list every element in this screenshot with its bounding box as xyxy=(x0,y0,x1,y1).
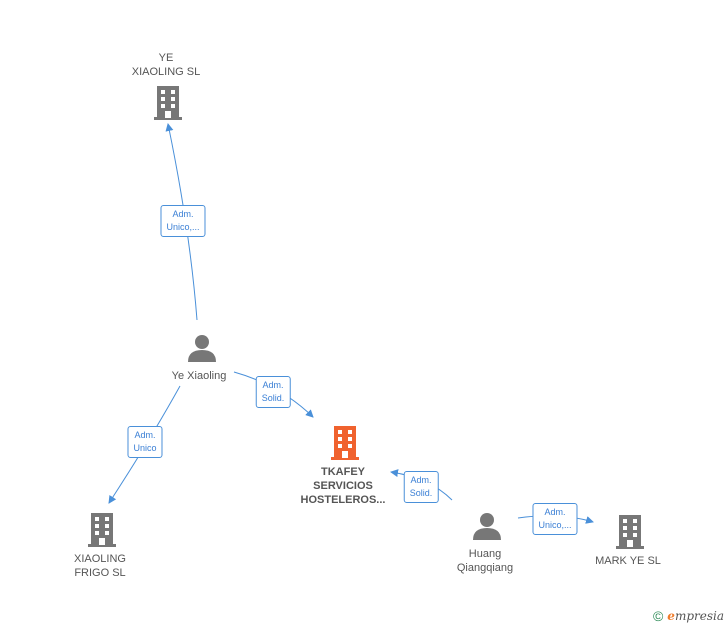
node-label-ye-xiaoling[interactable]: Ye Xiaoling xyxy=(171,370,227,382)
person-icon[interactable] xyxy=(473,513,501,540)
copyright-icon: © xyxy=(652,608,664,624)
edge-label-adm-unico[interactable]: Adm. Unico xyxy=(127,426,163,458)
node-label-ye-xiaoling-sl[interactable]: YE XIAOLING SL xyxy=(131,52,201,78)
node-label-huang[interactable]: Huang Qiangqiang xyxy=(456,548,514,574)
edge-label-adm-unico[interactable]: Adm. Unico,... xyxy=(532,503,578,535)
node-label-xiaoling-frigo[interactable]: XIAOLING FRIGO SL xyxy=(74,553,126,579)
brand-footer: © empresia xyxy=(653,608,724,624)
building-icon[interactable] xyxy=(88,513,116,547)
node-label-tkafey[interactable]: TKAFEY SERVICIOS HOSTELEROS... xyxy=(300,466,386,506)
building-icon[interactable] xyxy=(616,515,644,549)
building-icon[interactable] xyxy=(154,86,182,120)
edge-label-adm-solid[interactable]: Adm. Solid. xyxy=(255,376,291,408)
edge-label-adm-solid[interactable]: Adm. Solid. xyxy=(403,471,439,503)
building-icon[interactable] xyxy=(331,426,359,460)
edge-label-adm-unico[interactable]: Adm. Unico,... xyxy=(160,205,206,237)
person-icon[interactable] xyxy=(188,335,216,362)
empresia-logo[interactable]: empresia xyxy=(667,609,724,623)
node-label-mark-ye[interactable]: MARK YE SL xyxy=(595,555,661,567)
